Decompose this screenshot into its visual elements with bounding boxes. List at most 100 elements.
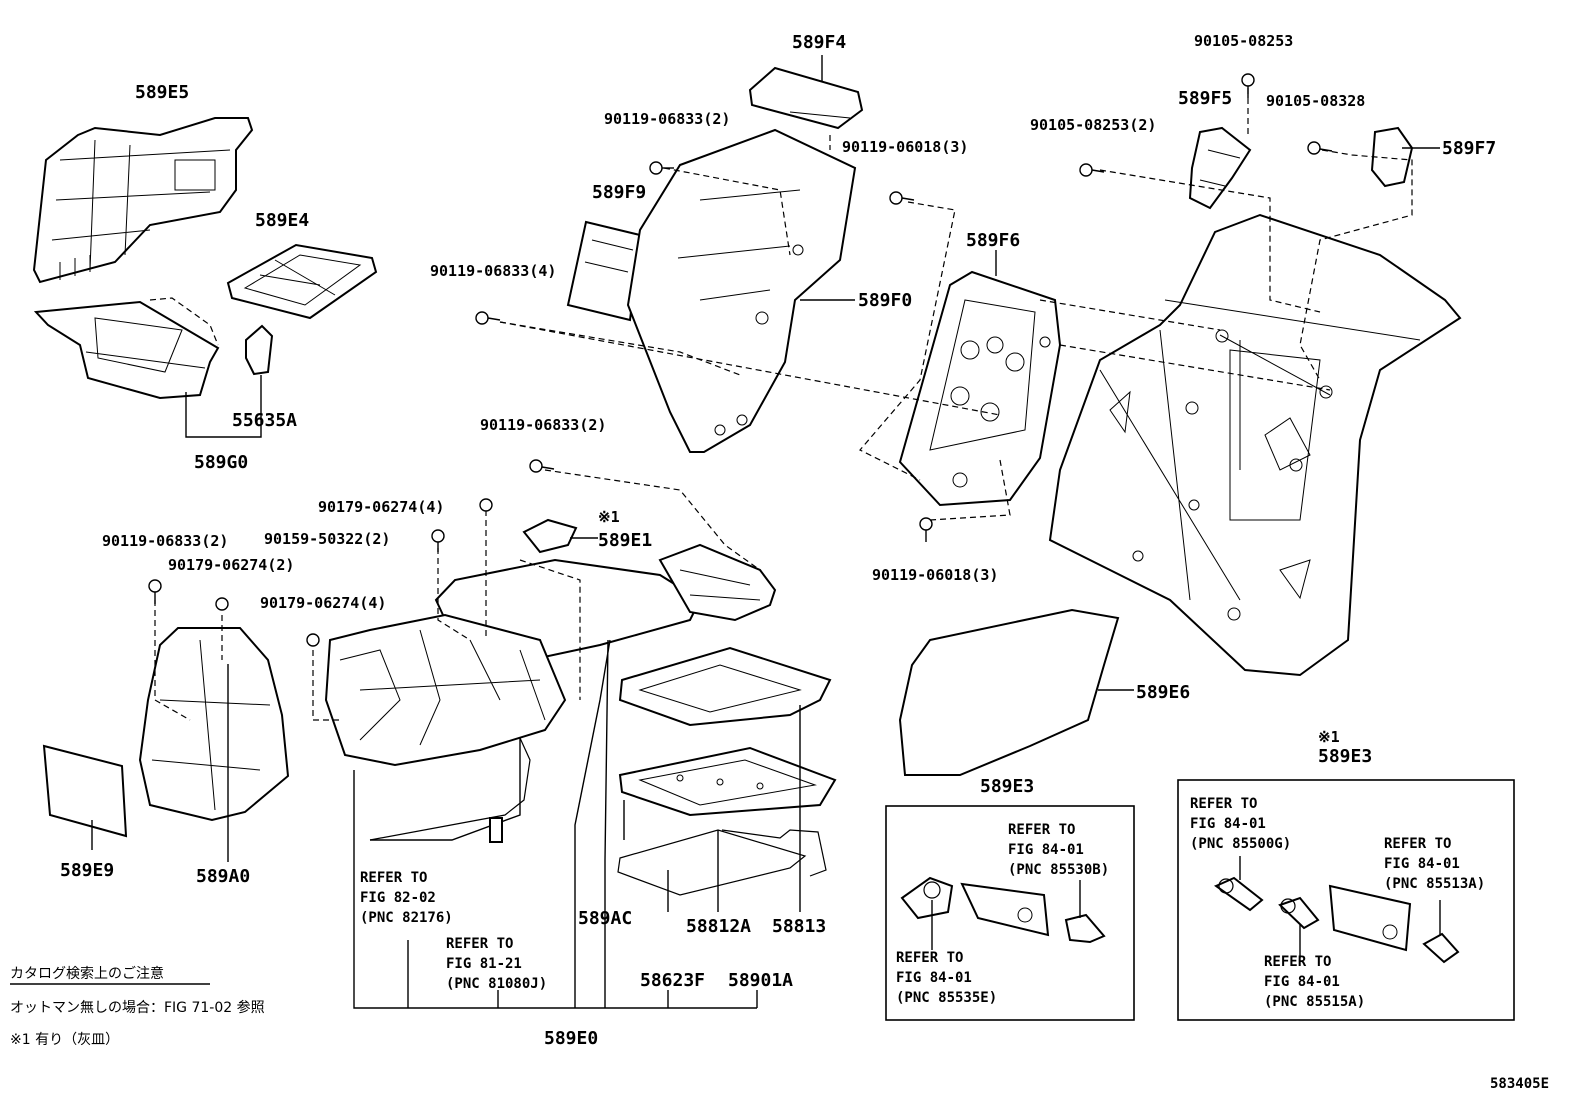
label-58813: 58813 [772, 916, 826, 937]
bolt-icon [889, 191, 915, 205]
notes-line1: オットマン無しの場合：FIG 71-02 参照 [10, 999, 265, 1016]
refer-line: REFER TO [1264, 954, 1331, 970]
label-589F7: 589F7 [1442, 138, 1496, 159]
label-58812A: 58812A [686, 916, 751, 937]
label-58623F: 58623F [640, 970, 705, 991]
bolt-icon [306, 633, 320, 647]
label-589E9: 589E9 [60, 860, 114, 881]
dashed-guides [154, 88, 1413, 721]
refer-line: FIG 84-01 [1384, 856, 1460, 872]
refer-line: (PNC 85515A) [1264, 994, 1365, 1010]
label-589F5: 589F5 [1178, 88, 1232, 109]
refer-to-85513A: REFER TO FIG 84-01 (PNC 85513A) [1384, 836, 1485, 892]
part-58623F-mat [617, 829, 807, 896]
refer-line: (PNC 85530B) [1008, 862, 1109, 878]
label-bolt-90105-08328: 90105-08328 [1266, 92, 1365, 110]
part-589E5-panel [32, 117, 254, 284]
part-upper-tray [618, 646, 832, 727]
refer-to-85535E: REFER TO FIG 84-01 (PNC 85535E) [896, 950, 997, 1006]
bolt-icon [919, 517, 933, 542]
label-55635A: 55635A [232, 410, 297, 431]
label-589F0: 589F0 [858, 290, 912, 311]
label-bolt-90179-06274-4b: 90179-06274(4) [260, 594, 386, 612]
refer-line: (PNC 85513A) [1384, 876, 1485, 892]
bolt-icons [148, 73, 1333, 647]
label-589E5: 589E5 [135, 82, 189, 103]
label-58901A: 58901A [728, 970, 793, 991]
part-589E4-tray [226, 243, 378, 320]
diagram-id: 583405E [1490, 1076, 1549, 1092]
part-589E9-pad [42, 744, 128, 838]
label-589A0: 589A0 [196, 866, 250, 887]
bolt-icon [475, 311, 501, 325]
box-589E3-left [885, 805, 1135, 1021]
bolt-icon [148, 579, 162, 604]
refer-line: FIG 82-02 [360, 890, 436, 906]
bolt-icon [529, 459, 555, 473]
bolt-icon [649, 161, 674, 175]
refer-line: REFER TO [896, 950, 963, 966]
label-bolt-90119-06833-2c: 90119-06833(2) [102, 532, 228, 550]
label-589F4: 589F4 [792, 32, 846, 53]
refer-line: REFER TO [360, 870, 427, 886]
label-589AC: 589AC [578, 908, 632, 929]
part-589F4-lid [748, 66, 864, 130]
label-589E3-right: 589E3 [1318, 746, 1372, 767]
refer-line: (PNC 85535E) [896, 990, 997, 1006]
refer-line: FIG 84-01 [1264, 974, 1340, 990]
refer-line: REFER TO [1190, 796, 1257, 812]
notes-line2: ※1 有り（灰皿） [10, 1032, 119, 1048]
refer-to-85500G: REFER TO FIG 84-01 (PNC 85500G) [1190, 796, 1291, 852]
label-bolt-90179-06274-4a: 90179-06274(4) [318, 498, 444, 516]
label-589E1: 589E1 [598, 530, 652, 551]
box-589E3-right [1177, 779, 1515, 1021]
label-bolt-90119-06833-2a: 90119-06833(2) [604, 110, 730, 128]
part-58901A-rod [721, 829, 827, 877]
label-bolt-90119-06833-2b: 90119-06833(2) [480, 416, 606, 434]
bolt-icon [431, 529, 445, 552]
bolt-icon [1079, 163, 1105, 177]
label-bolt-90179-06274-2: 90179-06274(2) [168, 556, 294, 574]
label-589E0: 589E0 [544, 1028, 598, 1049]
part-589G0-box [33, 297, 274, 400]
refer-to-81080J: REFER TO FIG 81-21 (PNC 81080J) [446, 936, 547, 992]
wire-harness [369, 737, 531, 843]
leader-lines [91, 639, 801, 1009]
refer-to-85530B: REFER TO FIG 84-01 (PNC 85530B) [1008, 822, 1109, 878]
label-589E6: 589E6 [1136, 682, 1190, 703]
part-589F5-bracket [1188, 126, 1252, 210]
part-lower-console [324, 543, 777, 767]
part-labels: 589F4 589E5 589E4 55635A 589G0 589F9 589… [60, 32, 1496, 1049]
label-star-1a: ※1 [598, 508, 620, 526]
label-star-1b: ※1 [1318, 728, 1340, 746]
refer-line: FIG 84-01 [1190, 816, 1266, 832]
refer-line: REFER TO [1384, 836, 1451, 852]
part-589F6-bracket [898, 270, 1062, 507]
part-589A0-armrest [138, 627, 290, 822]
label-bolt-90105-08253-2: 90105-08253(2) [1030, 116, 1156, 134]
label-589F9: 589F9 [592, 182, 646, 203]
box-right-parts [1213, 856, 1460, 964]
refer-to-82176: REFER TO FIG 82-02 (PNC 82176) [360, 870, 453, 926]
refer-line: (PNC 85500G) [1190, 836, 1291, 852]
part-lower-tray [618, 746, 837, 817]
refer-line: (PNC 81080J) [446, 976, 547, 992]
refer-line: FIG 84-01 [896, 970, 972, 986]
part-rear-panel [1048, 213, 1462, 677]
box-left-parts [900, 876, 1106, 950]
catalog-notes: カタログ検索上のご注意 オットマン無しの場合：FIG 71-02 参照 ※1 有… [10, 965, 265, 1048]
refer-line: REFER TO [446, 936, 513, 952]
label-589E3-left: 589E3 [980, 776, 1034, 797]
label-589F6: 589F6 [966, 230, 1020, 251]
bolt-icon [1241, 73, 1255, 98]
part-589F9-plate [566, 220, 642, 322]
refer-line: REFER TO [1008, 822, 1075, 838]
bolt-icon [1307, 141, 1333, 155]
part-589F0-body [626, 128, 857, 453]
label-bolt-90119-06018-3b: 90119-06018(3) [872, 566, 998, 584]
label-bolt-90119-06018-3a: 90119-06018(3) [842, 138, 968, 156]
refer-to-85515A: REFER TO FIG 84-01 (PNC 85515A) [1264, 954, 1365, 1010]
bolt-icon [479, 498, 493, 512]
